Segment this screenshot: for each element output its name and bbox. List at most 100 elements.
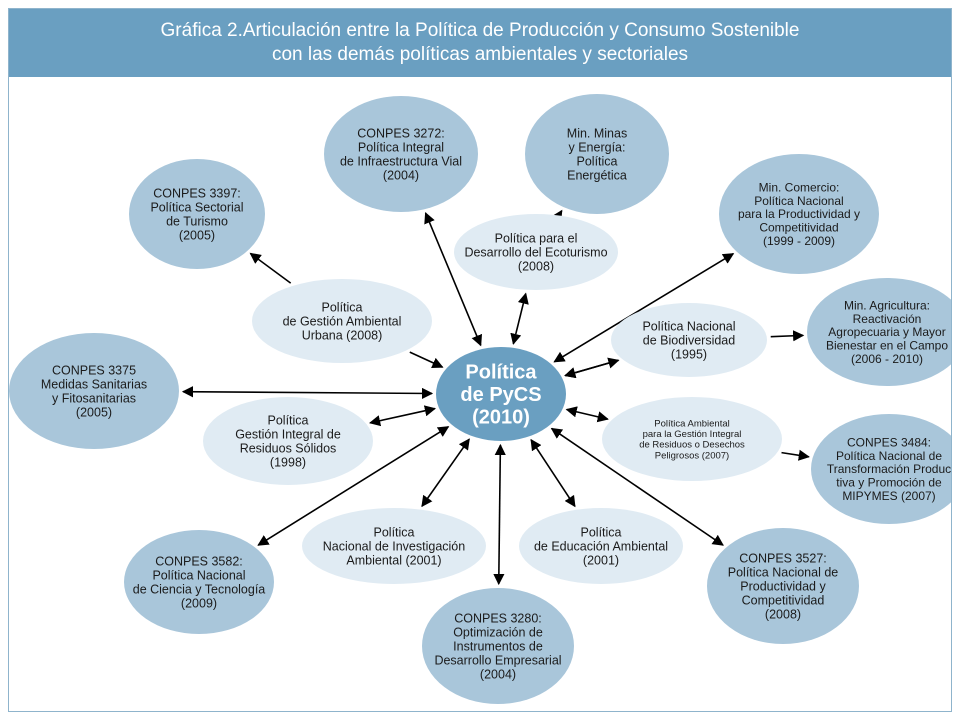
diagram-frame: Gráfica 2.Articulación entre la Política… — [8, 8, 952, 712]
node-residuos-solidos-line-2: Gestión Integral de — [235, 427, 341, 441]
node-min-agricultura-line-2: Reactivación — [853, 312, 922, 326]
arrow-biodiversidad-min_agricultura — [770, 330, 805, 342]
arrow-center-conpes_3272 — [424, 211, 483, 347]
node-conpes-3397-line-4: (2005) — [179, 228, 215, 242]
node-investigacion-ellipse — [302, 508, 486, 584]
node-educacion-line-3: (2001) — [583, 553, 619, 567]
node-ecoturismo-line-2: Desarrollo del Ecoturismo — [464, 245, 607, 259]
node-conpes-3484-line-1: CONPES 3484: — [847, 435, 931, 449]
arrow-center-residuos_peligrosos — [565, 406, 609, 423]
arrow-biodiversidad-center — [564, 359, 619, 379]
node-conpes-3582-line-1: CONPES 3582: — [155, 554, 243, 568]
node-min-minas-line-3: Política — [577, 154, 618, 168]
node-gestion-urbana-line-1: Política — [322, 300, 363, 314]
arrow-center-ecoturismo — [510, 292, 529, 345]
node-min-comercio-line-5: (1999 - 2009) — [763, 234, 835, 248]
node-ecoturismo-ellipse — [454, 214, 618, 290]
node-min-agricultura-line-3: Agropecuaria y Mayor — [828, 325, 945, 339]
node-conpes-3397-line-3: de Turismo — [166, 214, 228, 228]
node-investigacion-line-1: Política — [374, 525, 415, 539]
node-min-minas-line-1: Min. Minas — [567, 126, 627, 140]
node-conpes-3582-line-2: Política Nacional — [152, 568, 245, 582]
node-conpes-3484-line-2: Política Nacional de — [836, 449, 942, 463]
diagram-title: Gráfica 2.Articulación entre la Política… — [160, 20, 800, 65]
node-min-minas-line-4: Energética — [567, 168, 627, 182]
node-conpes-3527-line-2: Política Nacional de — [728, 565, 839, 579]
node-conpes-3527-line-5: (2008) — [765, 607, 801, 621]
node-conpes-3280-line-3: Instrumentos de — [453, 639, 543, 653]
node-residuos-peligrosos-line-4: Peligrosos (2007) — [655, 450, 729, 461]
node-conpes-3375-line-2: Medidas Sanitarias — [41, 377, 147, 391]
node-residuos-peligrosos-line-3: de Residuos o Desechos — [639, 440, 745, 451]
node-conpes-3527: CONPES 3527:Política Nacional deProducti… — [707, 528, 859, 644]
node-conpes-3484: CONPES 3484:Política Nacional deTransfor… — [811, 414, 951, 524]
node-conpes-3272-line-3: de Infraestructura Vial — [340, 154, 462, 168]
node-investigacion-line-3: Ambiental (2001) — [346, 553, 441, 567]
node-min-comercio-line-2: Política Nacional — [754, 194, 843, 208]
node-ecoturismo-line-3: (2008) — [518, 259, 554, 273]
arrow-ecoturismo-min_minas — [551, 209, 563, 223]
node-conpes-3375-line-4: (2005) — [76, 405, 112, 419]
node-biodiversidad-line-2: de Biodiversidad — [643, 333, 735, 347]
node-min-minas-ellipse — [525, 94, 669, 214]
node-conpes-3484-line-4: tiva y Promoción de — [836, 476, 942, 490]
node-conpes-3280-line-5: (2004) — [480, 667, 516, 681]
central-node-line-1: Política — [465, 362, 537, 384]
node-conpes-3484-line-5: MIPYMES (2007) — [842, 489, 935, 503]
node-investigacion-line-2: Nacional de Investigación — [323, 539, 465, 553]
node-min-agricultura: Min. Agricultura:ReactivaciónAgropecuari… — [807, 278, 951, 386]
arrow-gestion_urbana-center — [409, 351, 444, 369]
node-residuos-peligrosos-line-1: Política Ambiental — [654, 418, 730, 429]
node-biodiversidad-line-1: Política Nacional — [642, 319, 735, 333]
title-bar: Gráfica 2.Articulación entre la Política… — [9, 9, 951, 77]
node-min-minas-line-2: y Energía: — [569, 140, 626, 154]
node-biodiversidad-line-3: (1995) — [671, 347, 707, 361]
node-conpes-3397-line-2: Política Sectorial — [150, 200, 243, 214]
node-residuos-solidos-line-4: (1998) — [270, 455, 306, 469]
node-conpes-3280: CONPES 3280:Optimización deInstrumentos … — [422, 588, 574, 704]
node-conpes-3397-line-1: CONPES 3397: — [153, 186, 241, 200]
node-educacion-line-2: de Educación Ambiental — [534, 539, 668, 553]
node-residuos-solidos-line-1: Política — [268, 413, 309, 427]
arrow-center-conpes_3280 — [493, 443, 506, 586]
node-min-comercio-line-3: para la Productividad y — [738, 207, 860, 221]
node-conpes-3582-ellipse — [124, 530, 274, 634]
node-conpes-3272-line-2: Política Integral — [358, 140, 444, 154]
central-node-line-2: de PyCS — [460, 384, 541, 406]
node-conpes-3280-line-1: CONPES 3280: — [454, 611, 542, 625]
central-node-ellipse — [436, 347, 566, 441]
arrow-center-min_comercio — [553, 253, 735, 363]
node-ecoturismo-line-1: Política para el — [495, 231, 578, 245]
node-educacion-line-1: Política — [581, 525, 622, 539]
arrow-center-conpes_3582 — [257, 426, 450, 546]
node-conpes-3375-ellipse — [9, 333, 179, 449]
arrow-center-conpes_3527 — [550, 427, 724, 546]
node-min-comercio-line-4: Competitividad — [759, 221, 838, 235]
node-conpes-3280-ellipse — [422, 588, 574, 704]
node-conpes-3375-line-3: y Fitosanitarias — [52, 391, 136, 405]
node-biodiversidad-ellipse — [611, 303, 767, 377]
node-min-agricultura-line-5: (2006 - 2010) — [851, 352, 923, 366]
node-conpes-3397-ellipse — [129, 159, 265, 269]
node-conpes-3375-line-1: CONPES 3375 — [52, 363, 136, 377]
node-conpes-3272-ellipse — [324, 96, 478, 212]
node-conpes-3280-line-2: Optimización de — [453, 625, 543, 639]
arrow-residuos_solidos-center — [369, 405, 437, 427]
node-min-comercio-line-1: Min. Comercio: — [759, 180, 840, 194]
node-residuos-peligrosos-ellipse — [602, 397, 782, 481]
node-conpes-3527-line-1: CONPES 3527: — [739, 551, 827, 565]
node-residuos-solidos-line-3: Residuos Sólidos — [240, 441, 337, 455]
central-node-line-3: (2010) — [472, 406, 530, 428]
